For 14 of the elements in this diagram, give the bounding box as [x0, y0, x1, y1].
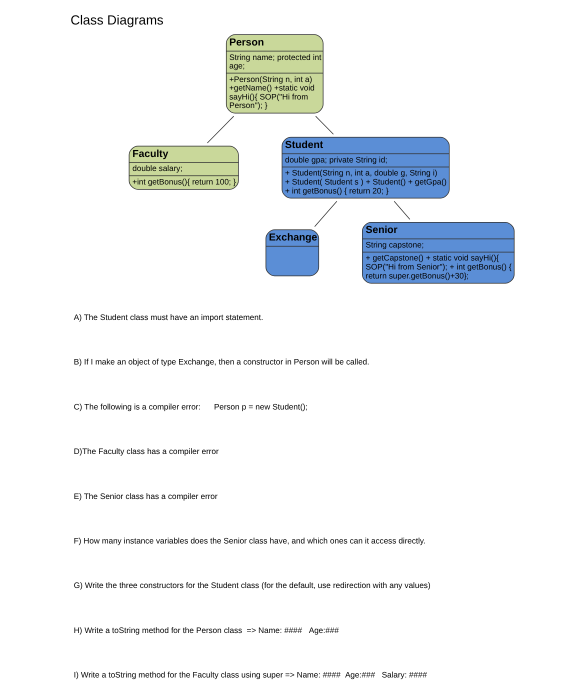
diagram-title: Class Diagrams	[70, 12, 164, 28]
label: I) Write a toString method for the Faculty class using super => Name: #### Age:### Salary: ####	[74, 670, 427, 680]
label: E) The Senior class has a compiler error	[74, 492, 218, 501]
label: C) The following is a compiler error: Person p = new Student();	[74, 402, 308, 412]
label: F) How many instance variables does the Senior class have, and which ones can it access directly.	[74, 536, 426, 546]
label: H) Write a toString method for the Person class => Name: #### Age:###	[74, 626, 339, 635]
label: A) The Student class must have an import statement.	[74, 312, 264, 322]
connector	[206, 116, 234, 144]
label: D)The Faculty class has a compiler error	[74, 447, 219, 456]
label: G) Write the three constructors for the Student class (for the default, use redirection with any values)	[74, 581, 430, 590]
label: B) If I make an object of type Exchange, then a constructor in Person will be called.	[74, 358, 370, 367]
connector	[314, 200, 338, 227]
connector	[394, 200, 410, 220]
connector	[315, 116, 334, 135]
